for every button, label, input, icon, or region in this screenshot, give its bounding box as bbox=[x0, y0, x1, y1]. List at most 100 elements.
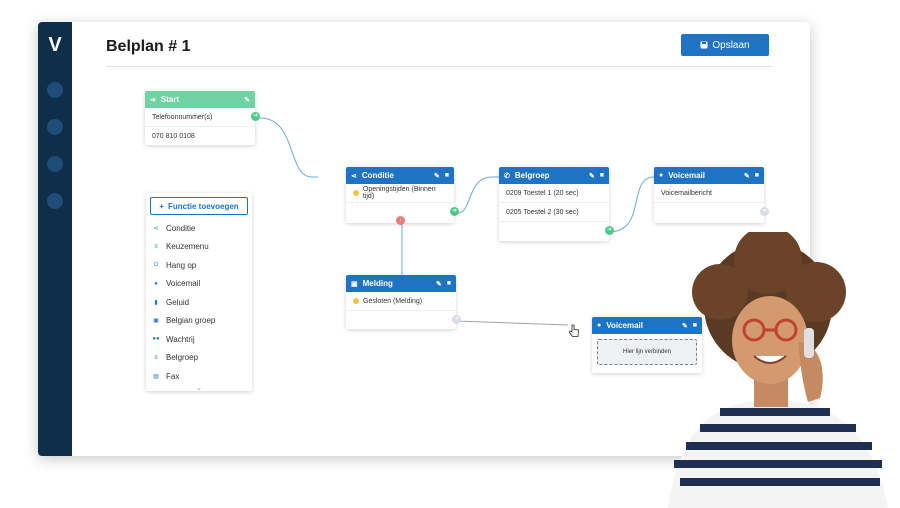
users-icon: ●● bbox=[152, 336, 160, 343]
node-voicemail-row: ➜ bbox=[654, 203, 769, 221]
wire-start-conditie bbox=[259, 117, 318, 178]
node-start-row-label: Telefoonnummer(s) bbox=[152, 113, 213, 121]
sidebar-nav-item-4[interactable] bbox=[47, 193, 63, 209]
node-belgroep-row-label: 0209 Toestel 1 (20 sec) bbox=[506, 189, 579, 197]
node-conditie[interactable]: ⋖ Conditie ✎■ Openingstijden (Binnen tij… bbox=[346, 167, 459, 225]
function-item-label: Belgroep bbox=[166, 353, 199, 363]
node-start-title: Start bbox=[160, 95, 180, 104]
trash-icon[interactable]: ■ bbox=[754, 172, 759, 179]
function-item-voicemail[interactable]: ●Voicemail bbox=[146, 275, 252, 294]
node-belgroep-row-label: 0205 Toestel 2 (30 sec) bbox=[506, 208, 579, 216]
node-conditie-row: ➜ ↓ bbox=[346, 203, 459, 225]
header-divider bbox=[106, 66, 772, 67]
floppy-disk-icon bbox=[700, 41, 708, 49]
edit-icon[interactable]: ✎ bbox=[743, 172, 750, 180]
status-dot bbox=[353, 190, 359, 196]
node-voicemail-new[interactable]: ● Voicemail ✎ ■ Hier lijn verbinden bbox=[592, 317, 702, 373]
edit-icon[interactable]: ✎ bbox=[435, 280, 442, 288]
sidebar-nav-item-2[interactable] bbox=[47, 119, 63, 135]
save-button-label: Opslaan bbox=[712, 39, 750, 51]
add-function-label: Functie toevoegen bbox=[167, 201, 239, 211]
function-item-belgian-groep[interactable]: ▣ Belgian groep bbox=[146, 312, 252, 331]
node-voicemail[interactable]: ● Voicemail ✎ ■ Voicemailbericht ➜ bbox=[654, 167, 769, 223]
edit-icon[interactable]: ✎ bbox=[433, 172, 440, 180]
node-belgroep-row: 0205 Toestel 2 (30 sec) bbox=[499, 203, 609, 222]
hand-cursor-icon bbox=[569, 324, 579, 337]
app-logo[interactable]: V bbox=[48, 34, 62, 56]
wire-belgroep-voicemail bbox=[608, 176, 655, 233]
edit-icon[interactable]: ✎ bbox=[244, 96, 250, 104]
node-belgroep[interactable]: ✆ Belgroep ✎■ 0209 Toestel 1 (20 sec) 02… bbox=[499, 167, 614, 241]
trash-icon[interactable]: ■ bbox=[599, 172, 604, 179]
node-start-row: Telefoonnummer(s) ➜ bbox=[145, 108, 260, 127]
save-button[interactable]: Opslaan bbox=[681, 34, 769, 56]
node-belgroep-row: ➜ bbox=[499, 222, 614, 240]
add-function-button[interactable]: + Functie toevoegen bbox=[150, 197, 248, 215]
sidebar-nav-item-1[interactable] bbox=[47, 82, 63, 98]
node-belgroep-header[interactable]: ✆ Belgroep ✎■ bbox=[499, 167, 609, 184]
node-melding-title: Melding bbox=[362, 279, 393, 288]
power-icon: ⏻ bbox=[153, 261, 159, 268]
sidebar-nav-item-3[interactable] bbox=[47, 156, 63, 172]
login-icon: ➜ bbox=[150, 96, 156, 104]
fail-port[interactable]: ↓ bbox=[396, 216, 405, 225]
mic-icon: ● bbox=[597, 322, 602, 329]
trash-icon[interactable]: ■ bbox=[446, 280, 451, 287]
save-icon: ▣ bbox=[351, 280, 358, 288]
trash-icon[interactable]: ■ bbox=[444, 172, 449, 179]
function-item-wachtrij[interactable]: ●●Wachtrij bbox=[146, 330, 252, 349]
function-item-label: Geluid bbox=[166, 297, 190, 307]
node-conditie-header[interactable]: ⋖ Conditie ✎■ bbox=[346, 167, 454, 184]
woman-on-phone-photo bbox=[668, 232, 888, 508]
node-start-row: 070 810 0108 bbox=[145, 127, 255, 145]
node-conditie-title: Conditie bbox=[361, 171, 394, 180]
node-conditie-row: Openingstijden (Binnen tijd) bbox=[346, 184, 454, 203]
function-item-geluid[interactable]: ▮ Geluid bbox=[146, 293, 252, 312]
menu-icon: ≡ bbox=[154, 243, 158, 250]
node-start[interactable]: ➜ Start ✎ Telefoonnummer(s) ➜ 070 810 01… bbox=[145, 91, 260, 145]
menu-icon: ≡ bbox=[154, 354, 158, 361]
phone-icon: ✆ bbox=[504, 172, 510, 180]
node-voicemail-new-title: Voicemail bbox=[606, 321, 643, 330]
function-item-label: Keuzemenu bbox=[166, 242, 209, 252]
node-start-row-value: 070 810 0108 bbox=[152, 132, 195, 140]
output-port[interactable]: ➜ bbox=[452, 315, 461, 324]
output-port[interactable]: ➜ bbox=[760, 207, 769, 216]
node-melding-header[interactable]: ▣ Melding ✎ ■ bbox=[346, 275, 456, 292]
save-icon: ▣ bbox=[153, 318, 159, 325]
page-title: Belplan # 1 bbox=[106, 38, 191, 55]
function-item-hang-op[interactable]: ⏻ Hang op bbox=[146, 256, 252, 275]
node-voicemail-new-header[interactable]: ● Voicemail ✎ ■ bbox=[592, 317, 702, 334]
trash-icon[interactable]: ■ bbox=[692, 322, 697, 329]
node-start-header[interactable]: ➜ Start ✎ bbox=[145, 91, 255, 108]
function-item-conditie[interactable]: ⋖Conditie bbox=[146, 219, 252, 238]
file-icon: ▮ bbox=[154, 299, 158, 306]
edit-icon[interactable]: ✎ bbox=[588, 172, 595, 180]
function-item-label: Belgian groep bbox=[166, 316, 216, 326]
function-item-fax[interactable]: ▤ Fax bbox=[146, 367, 252, 386]
node-voicemail-header[interactable]: ● Voicemail ✎ ■ bbox=[654, 167, 764, 184]
function-panel: + Functie toevoegen ⋖Conditie ≡ Keuzemenu… bbox=[146, 193, 252, 392]
node-melding-row: ➜ bbox=[346, 311, 461, 329]
node-belgroep-row: 0209 Toestel 1 (20 sec) bbox=[499, 184, 609, 203]
node-voicemail-row-label: Voicemailbericht bbox=[661, 189, 712, 197]
node-voicemail-title: Voicemail bbox=[668, 171, 705, 180]
output-port[interactable]: ➜ bbox=[251, 112, 260, 121]
edit-icon[interactable]: ✎ bbox=[681, 322, 688, 330]
mic-icon: ● bbox=[659, 172, 664, 179]
output-port[interactable]: ➜ bbox=[450, 207, 459, 216]
app-window: V Belplan # 1 Opslaan ➜ Start bbox=[38, 22, 810, 456]
node-voicemail-row: Voicemailbericht bbox=[654, 184, 764, 203]
node-melding[interactable]: ▣ Melding ✎ ■ Gesloten (Melding) ➜ bbox=[346, 275, 461, 329]
function-item-belgroep[interactable]: ≡ Belgroep bbox=[146, 349, 252, 368]
chevron-down-icon[interactable]: ⌄ bbox=[196, 384, 202, 392]
function-item-label: Hang op bbox=[166, 260, 197, 270]
connection-dropzone[interactable]: Hier lijn verbinden bbox=[597, 339, 697, 365]
output-port[interactable]: ➜ bbox=[605, 226, 614, 235]
status-dot bbox=[353, 298, 359, 304]
fax-icon: ▤ bbox=[153, 373, 159, 380]
node-melding-row: Gesloten (Melding) bbox=[346, 292, 456, 311]
function-item-keuzemenu[interactable]: ≡ Keuzemenu bbox=[146, 238, 252, 257]
node-melding-row-label: Gesloten (Melding) bbox=[363, 297, 423, 305]
function-item-label: Fax bbox=[166, 371, 180, 381]
